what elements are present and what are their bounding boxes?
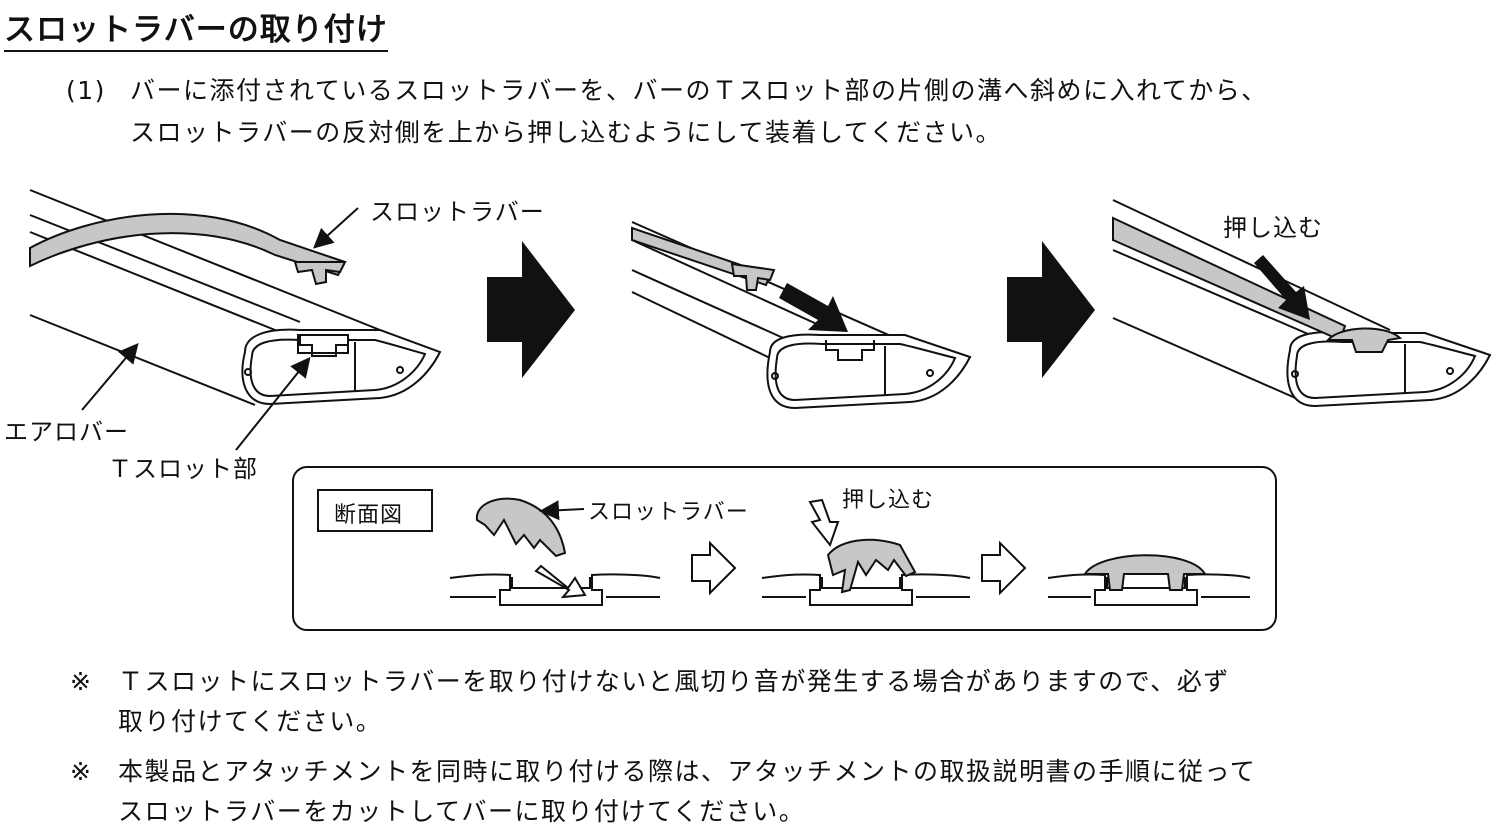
leader-t-slot [235,356,311,451]
cross-section-step2 [761,498,971,606]
note-1: ※ Ｔスロットにスロットラバーを取り付けないと風切り音が発生する場合がありますので… [70,662,1230,742]
cross-section-title: 断面図 [334,503,404,528]
label-t-slot: Ｔスロット部 [108,455,258,483]
step-arrow-1 [487,241,575,378]
leader-aero-bar [81,342,139,411]
cross-section-panel [292,466,1277,631]
step-number: (1) [66,76,106,105]
note-mark: ※ [70,757,93,786]
note-2-line-1: 本製品とアタッチメントを同時に取り付ける際は、アタッチメントの取扱説明書の手順に… [118,757,1257,786]
cross-section-title-box [317,489,433,532]
note-2: ※ 本製品とアタッチメントを同時に取り付ける際は、アタッチメントの取扱説明書の手順… [70,752,1256,832]
note-1-line-2: 取り付けてください。 [118,707,383,736]
note-2-line-2: スロットラバーをカットしてバーに取り付けてください。 [118,797,806,826]
step3-bar-illustration [1112,199,1492,408]
slot-rubber-end-step3 [1325,327,1403,353]
instruction-line-2: スロットラバーの反対側を上から押し込むようにして装着してください。 [130,118,1003,147]
cross-section-label-push-in: 押し込む [842,488,935,513]
cross-section-step3 [1047,554,1251,606]
label-slot-rubber: スロットラバー [370,198,545,226]
note-mark: ※ [70,667,93,696]
slot-rubber-strip-step1 [29,212,347,277]
cross-section-label-slot-rubber: スロットラバー [588,500,749,525]
step-arrow-2 [1007,241,1095,378]
push-arrow-step2 [779,283,848,332]
leader-slot-rubber [313,207,359,249]
slot-rubber-end-step2 [730,262,776,291]
push-arrow-step3 [1254,255,1310,320]
page-title: スロットラバーの取り付け [4,4,388,52]
cross-section-arrow-1 [691,540,737,596]
instruction-line-1: バーに添付されているスロットラバーを、バーのＴスロット部の片側の溝へ斜めに入れて… [130,76,1268,105]
note-1-line-1: Ｔスロットにスロットラバーを取り付けないと風切り音が発生する場合がありますので、… [118,667,1230,696]
cross-section-arrow-2 [981,540,1027,596]
slot-rubber-end-step1 [293,261,347,286]
step2-bar-illustration [631,221,972,410]
label-aero-bar: エアロバー [4,418,129,446]
instruction: (1) バーに添付されているスロットラバーを、バーのＴスロット部の片側の溝へ斜めに… [66,70,1268,154]
label-push-in: 押し込む [1223,214,1323,242]
cross-section-leader [539,500,585,521]
